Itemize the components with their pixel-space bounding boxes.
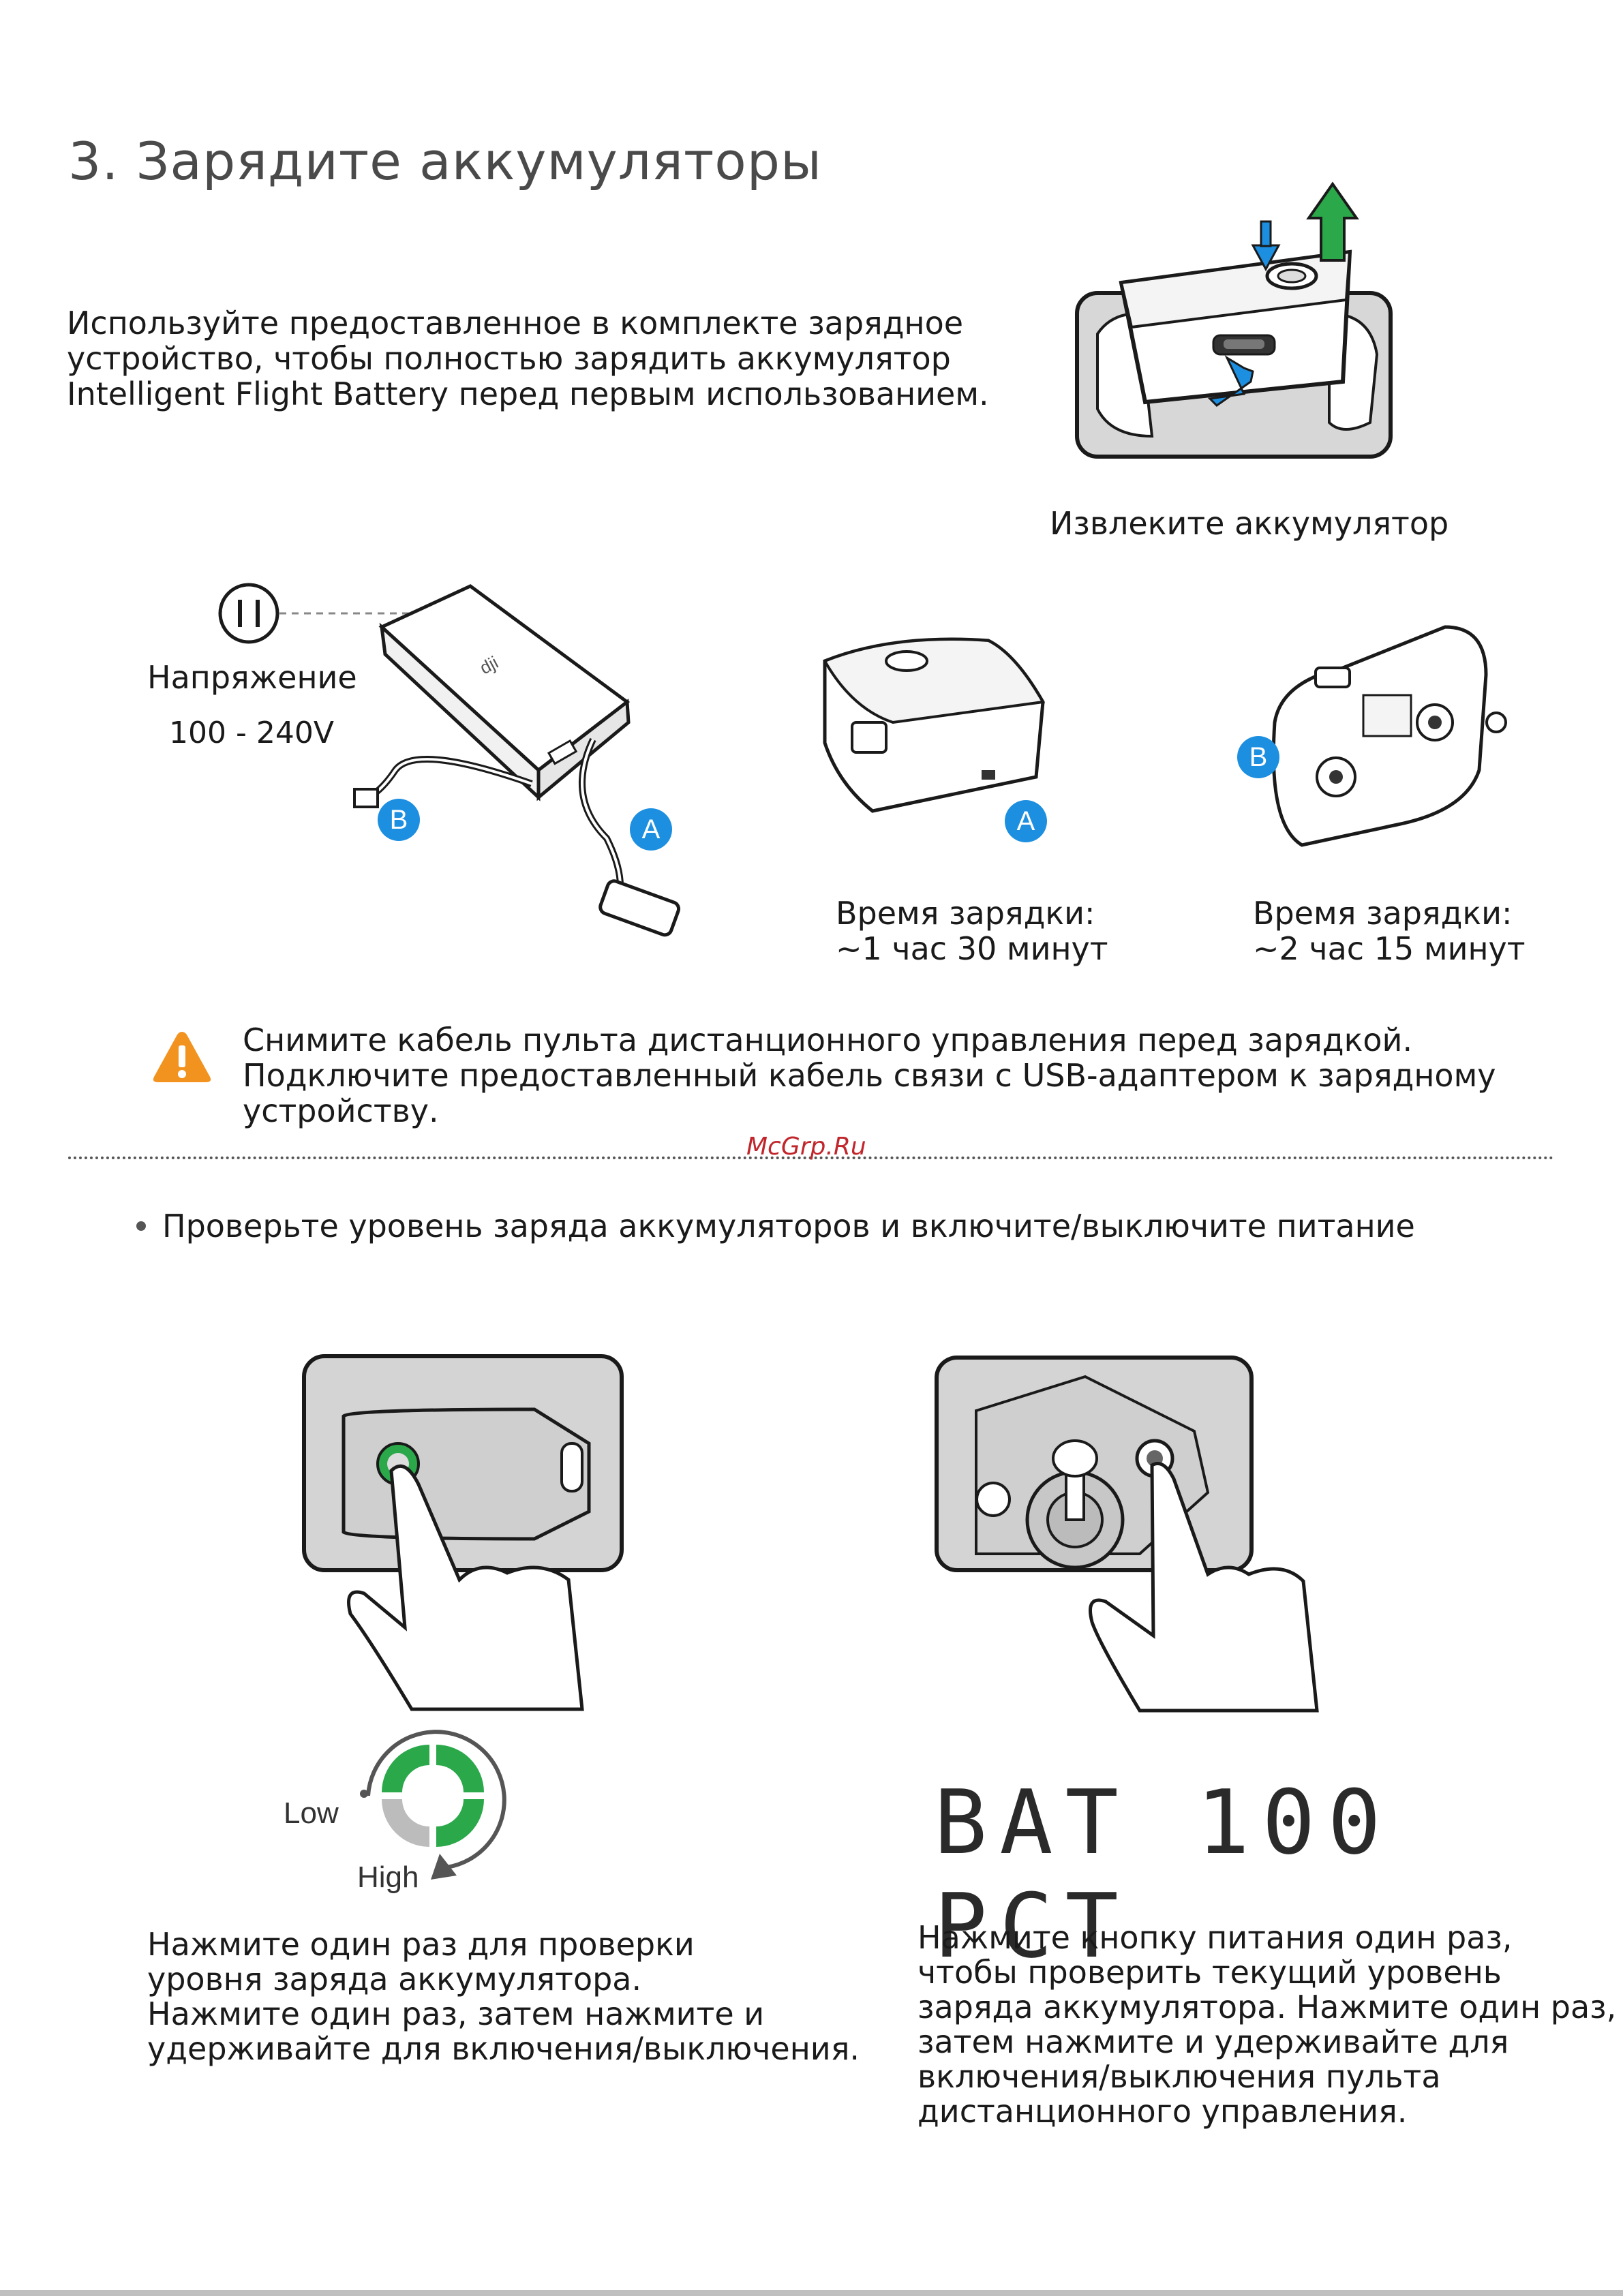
bullet-item: Проверьте уровень заряда аккумуляторов и… [136, 1208, 1415, 1244]
warning-line: устройству. [243, 1092, 439, 1129]
intro-line: устройство, чтобы полностью зарядить акк… [67, 340, 951, 377]
bullet-dot-icon [136, 1221, 146, 1231]
right-instructions: Нажмите кнопку питания один раз, чтобы п… [917, 1920, 1616, 2129]
watermark-text: McGrp.Ru [746, 1133, 866, 1161]
voltage-label: Напряжение [147, 659, 357, 696]
level-segment-3 [382, 1799, 429, 1847]
voltage-value: 100 - 240V [169, 716, 334, 750]
level-segment-2 [436, 1799, 484, 1847]
rc-button-illustration [935, 1356, 1319, 1713]
left-instruction-line: удерживайте для включения/выключения. [147, 2030, 860, 2067]
lift-arrow-green [1306, 181, 1359, 262]
right-instruction-line: чтобы проверить текущий уровень [917, 1954, 1502, 1991]
rc-badge-b: B [1237, 736, 1279, 778]
remote-controller-illustration [1271, 625, 1507, 847]
battery-level-indicator [360, 1730, 506, 1880]
battery-charge-time: Время зарядки: ~1 час 30 минут [836, 896, 1108, 966]
level-low-label: Low [284, 1796, 339, 1830]
rc-charge-line: ~2 час 15 минут [1253, 930, 1526, 967]
port-b-badge: B [378, 799, 420, 841]
remove-battery-illustration [1075, 181, 1393, 459]
warning-text: Снимите кабель пульта дистанционного упр… [243, 1022, 1538, 1129]
intro-paragraph: Используйте предоставленное в комплекте … [67, 305, 1021, 412]
left-instruction-line: Нажмите один раз, затем нажмите и [147, 1995, 765, 2032]
level-segment-4 [382, 1745, 429, 1792]
left-instructions: Нажмите один раз для проверки уровня зар… [147, 1927, 860, 2066]
port-a-badge: A [630, 808, 672, 851]
charger-illustration: dji [218, 583, 681, 937]
battery-charge-line: ~1 час 30 минут [836, 930, 1108, 967]
intro-line: Intelligent Flight Battery перед первым … [67, 376, 989, 412]
left-instruction-line: уровня заряда аккумулятора. [147, 1961, 642, 1997]
left-instruction-line: Нажмите один раз для проверки [147, 1926, 695, 1963]
bullet-text: Проверьте уровень заряда аккумуляторов и… [162, 1208, 1415, 1244]
lcd-display-readout: BAT 100 PCT [934, 1771, 1393, 1978]
warning-line: Снимите кабель пульта дистанционного упр… [243, 1022, 1413, 1058]
warning-line: Подключите предоставленный кабель связи … [243, 1057, 1496, 1094]
battery-button-illustration [302, 1354, 624, 1711]
warning-triangle-icon [153, 1032, 211, 1082]
right-instruction-line: заряда аккумулятора. Нажмите один раз, [917, 1989, 1617, 2025]
page-title: 3. Зарядите аккумуляторы [68, 131, 823, 192]
battery-illustration [823, 637, 1046, 813]
level-high-label: High [357, 1861, 419, 1894]
right-instruction-line: включения/выключения пульта [917, 2058, 1441, 2095]
push-arrow-blue [1207, 355, 1254, 407]
section-divider [68, 1157, 1554, 1159]
page-bottom-bar [0, 2290, 1623, 2296]
right-instruction-line: Нажмите кнопку питания один раз, [917, 1919, 1513, 1956]
rc-charge-line: Время зарядки: [1253, 895, 1513, 932]
right-instruction-line: затем нажмите и удерживайте для [917, 2023, 1509, 2060]
intro-line: Используйте предоставленное в комплекте … [67, 305, 964, 341]
battery-charge-line: Время зарядки: [836, 895, 1095, 932]
rc-charge-time: Время зарядки: ~2 час 15 минут [1253, 896, 1526, 966]
right-instruction-line: дистанционного управления. [917, 2093, 1408, 2130]
remove-battery-caption: Извлеките аккумулятор [1050, 505, 1449, 542]
battery-badge-a: A [1005, 800, 1047, 842]
level-segment-1 [436, 1745, 484, 1792]
